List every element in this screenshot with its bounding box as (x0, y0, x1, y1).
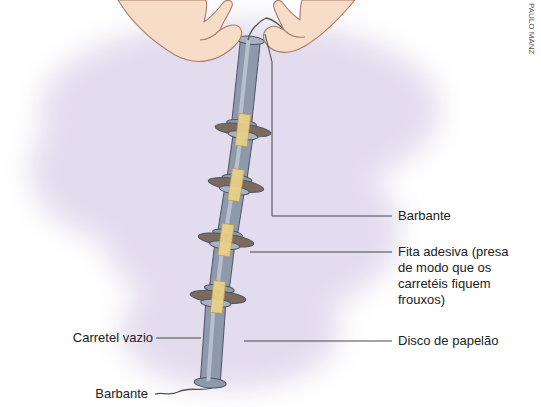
leader-line (156, 34, 392, 341)
part-label: Carretel vazio (8, 330, 153, 346)
part-label: Fita adesiva (presa de modo que os carre… (398, 244, 520, 308)
string (155, 388, 212, 394)
watermark: PAULO MANZ (527, 3, 536, 54)
part-label: Barbante (48, 386, 148, 402)
part-label: Disco de papelão (398, 333, 533, 349)
spool-column (190, 35, 272, 389)
adhesive-tape (210, 113, 251, 313)
hands (118, 0, 355, 61)
part-label: Barbante (398, 208, 518, 224)
